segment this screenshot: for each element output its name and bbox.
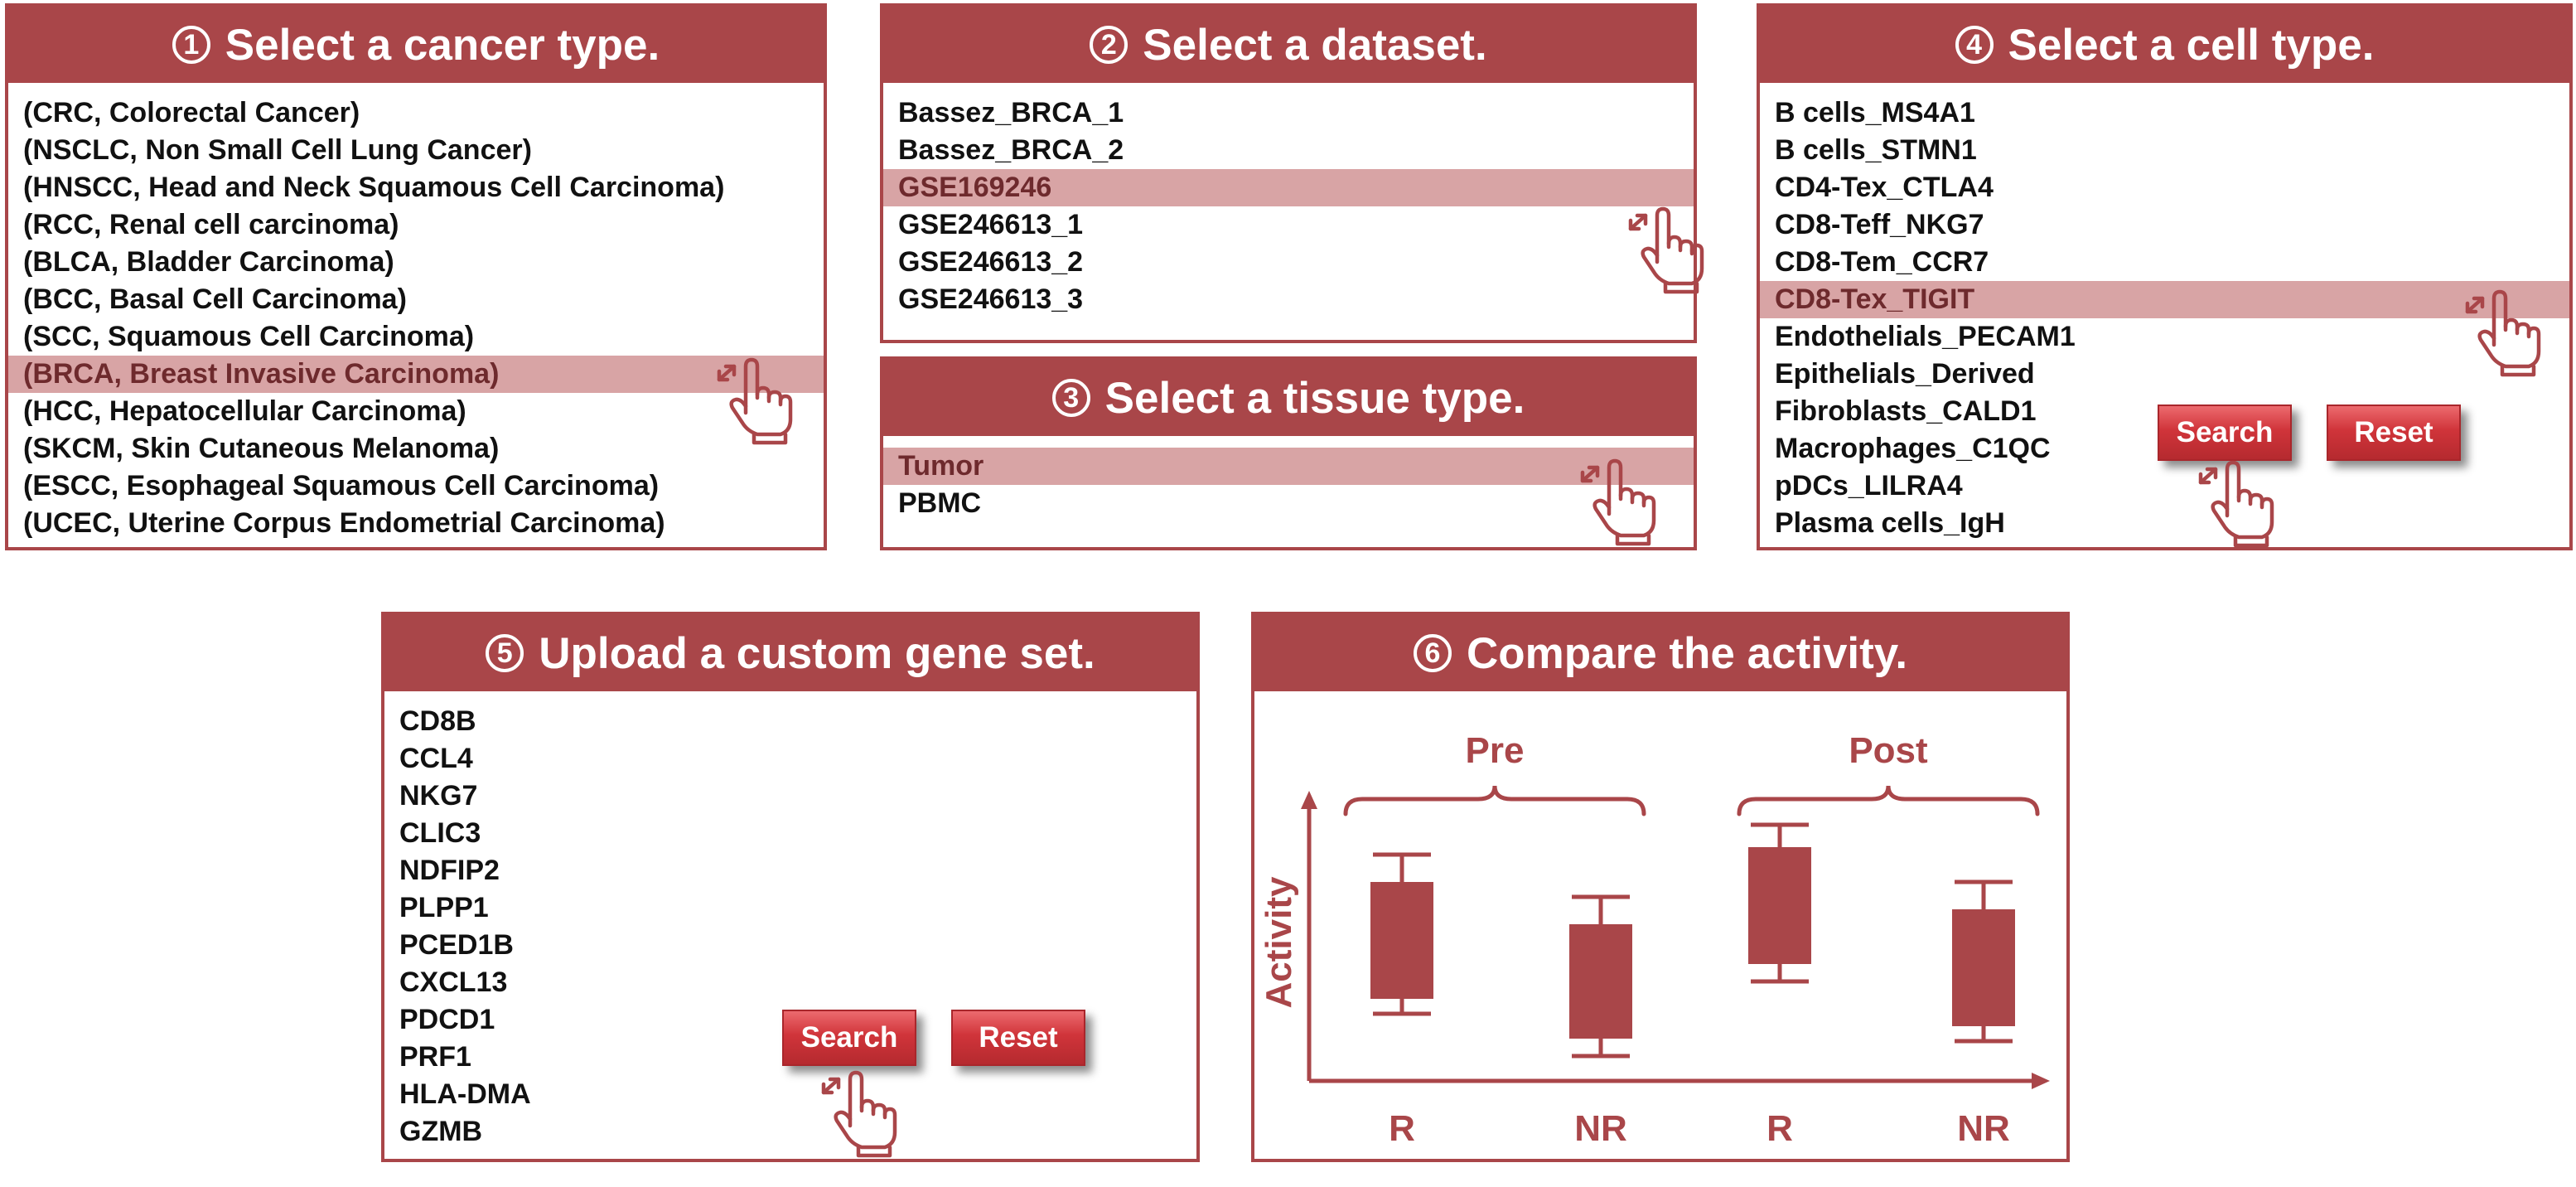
dataset-item[interactable]: GSE246613_1	[898, 209, 1084, 240]
cancer-type-item[interactable]: (SKCM, Skin Cutaneous Melanoma)	[23, 433, 500, 464]
group-brace	[1737, 785, 2040, 816]
gene-set-reset-button[interactable]: Reset	[951, 1010, 1085, 1066]
dataset-item[interactable]: Bassez_BRCA_2	[898, 134, 1124, 166]
tissue-type-header: 3 Select a tissue type.	[883, 360, 1694, 436]
cell-type-item[interactable]: CD4-Tex_CTLA4	[1775, 172, 1994, 203]
cell-type-item[interactable]: CD8-Tex_TIGIT	[1760, 281, 2569, 318]
gene-item: PDCD1	[399, 1004, 495, 1035]
tissue-type-item[interactable]: PBMC	[898, 487, 982, 519]
gene-item: CXCL13	[399, 967, 508, 998]
cancer-type-item[interactable]: (BLCA, Bladder Carcinoma)	[23, 246, 394, 278]
cancer-type-item[interactable]: (ESCC, Esophageal Squamous Cell Carcinom…	[23, 470, 660, 501]
cell-type-item[interactable]: Plasma cells_IgH	[1775, 507, 2005, 539]
cell-type-item[interactable]: pDCs_LILRA4	[1775, 470, 1963, 501]
hand-cursor-icon	[1578, 456, 1657, 547]
step-6-badge: 6	[1413, 634, 1452, 672]
gene-item: HLA-DMA	[399, 1078, 531, 1110]
gene-set-search-button[interactable]: Search	[782, 1010, 916, 1066]
x-axis-arrow	[2032, 1073, 2050, 1089]
group-brace	[1343, 785, 1646, 816]
hand-cursor-icon	[2462, 287, 2542, 378]
cancer-type-item[interactable]: (BCC, Basal Cell Carcinoma)	[23, 283, 407, 315]
compare-activity-header: 6 Compare the activity.	[1254, 615, 2066, 691]
cancer-type-item[interactable]: (BRCA, Breast Invasive Carcinoma)	[8, 356, 824, 393]
cell-type-title: Select a cell type.	[2008, 20, 2375, 70]
step-2-badge: 2	[1090, 26, 1129, 64]
cell-type-header: 4 Select a cell type.	[1760, 7, 2569, 83]
box-iqr	[1569, 924, 1632, 1039]
gene-item: CLIC3	[399, 817, 481, 849]
cell-type-item[interactable]: B cells_STMN1	[1775, 134, 1977, 166]
dataset-item[interactable]: Bassez_BRCA_1	[898, 97, 1124, 128]
gene-item: NKG7	[399, 780, 478, 812]
cancer-type-item[interactable]: (HCC, Hepatocellular Carcinoma)	[23, 395, 466, 427]
box-iqr	[1952, 909, 2015, 1026]
hand-cursor-icon	[714, 355, 794, 446]
cancer-type-item[interactable]: (RCC, Renal cell carcinoma)	[23, 209, 399, 240]
gene-item: CD8B	[399, 705, 476, 737]
gene-item: PLPP1	[399, 892, 489, 923]
x-tick-label: R	[1389, 1108, 1415, 1149]
box-iqr	[1370, 882, 1433, 999]
cancer-type-item[interactable]: (HNSCC, Head and Neck Squamous Cell Carc…	[23, 172, 725, 203]
cell-type-item[interactable]: Fibroblasts_CALD1	[1775, 395, 2037, 427]
cell-type-item[interactable]: Endothelials_PECAM1	[1775, 321, 2076, 352]
gene-item: GZMB	[399, 1116, 483, 1147]
step-4-badge: 4	[1955, 26, 1994, 64]
hand-cursor-icon	[2196, 458, 2275, 549]
x-tick-label: NR	[1957, 1108, 2010, 1149]
gene-item: PRF1	[399, 1041, 471, 1073]
tissue-type-title: Select a tissue type.	[1104, 373, 1525, 423]
step-3-badge: 3	[1051, 379, 1090, 417]
cell-type-reset-button[interactable]: Reset	[2327, 405, 2461, 461]
compare-activity-title: Compare the activity.	[1466, 628, 1908, 678]
cell-type-item[interactable]: Macrophages_C1QC	[1775, 433, 2051, 464]
cancer-type-list: (CRC, Colorectal Cancer) (NSCLC, Non Smal…	[8, 94, 824, 542]
gene-set-title: Upload a custom gene set.	[539, 628, 1095, 678]
x-tick-label: R	[1766, 1108, 1793, 1149]
y-axis-label: Activity	[1259, 876, 1299, 1008]
y-axis-arrow	[1301, 791, 1317, 809]
cancer-type-item[interactable]: (NSCLC, Non Small Cell Lung Cancer)	[23, 134, 532, 166]
step-5-badge: 5	[486, 634, 524, 672]
hand-cursor-icon	[819, 1068, 898, 1159]
cancer-type-item[interactable]: (UCEC, Uterine Corpus Endometrial Carcin…	[23, 507, 665, 539]
cancer-type-title: Select a cancer type.	[225, 20, 660, 70]
dataset-header: 2 Select a dataset.	[883, 7, 1694, 83]
cancer-type-header: 1 Select a cancer type.	[8, 7, 824, 83]
gene-item: PCED1B	[399, 929, 514, 961]
cancer-type-item[interactable]: (SCC, Squamous Cell Carcinoma)	[23, 321, 475, 352]
cancer-type-panel: 1 Select a cancer type. (CRC, Colorectal…	[5, 3, 827, 550]
gene-item: CCL4	[399, 743, 473, 774]
cancer-type-item[interactable]: (CRC, Colorectal Cancer)	[23, 97, 360, 128]
gene-set-header: 5 Upload a custom gene set.	[384, 615, 1196, 691]
dataset-title: Select a dataset.	[1143, 20, 1487, 70]
cell-type-item[interactable]: B cells_MS4A1	[1775, 97, 1975, 128]
x-tick-label: NR	[1574, 1108, 1627, 1149]
group-label: Post	[1849, 730, 1928, 771]
cell-type-item[interactable]: Epithelials_Derived	[1775, 358, 2035, 390]
dataset-item[interactable]: GSE246613_2	[898, 246, 1084, 278]
dataset-item[interactable]: GSE246613_3	[898, 283, 1084, 315]
group-label: Pre	[1466, 730, 1525, 771]
step-1-badge: 1	[172, 26, 210, 64]
box-iqr	[1748, 847, 1811, 964]
cell-type-item[interactable]: CD8-Teff_NKG7	[1775, 209, 1984, 240]
tissue-type-item[interactable]: Tumor	[883, 448, 1694, 485]
hand-cursor-icon	[1626, 204, 1705, 295]
cell-type-search-button[interactable]: Search	[2158, 405, 2292, 461]
gene-item: NDFIP2	[399, 855, 500, 886]
dataset-item[interactable]: GSE169246	[883, 169, 1694, 206]
cell-type-item[interactable]: CD8-Tem_CCR7	[1775, 246, 1989, 278]
